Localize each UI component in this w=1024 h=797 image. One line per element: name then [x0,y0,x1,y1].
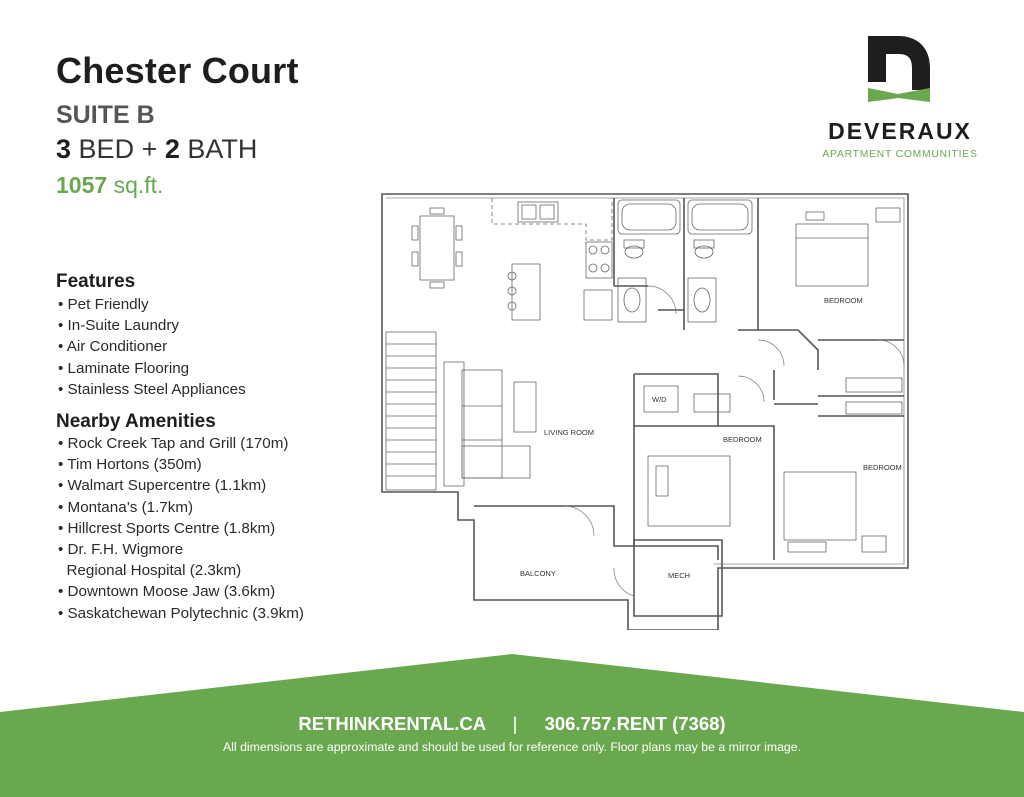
list-item: Montana’s (1.7km) [58,497,304,518]
list-item: Tim Hortons (350m) [58,454,304,475]
list-item: Laminate Flooring [58,358,246,379]
amenities-list: Rock Creek Tap and Grill (170m) Tim Hort… [58,433,304,624]
disclaimer-text: All dimensions are approximate and shoul… [222,740,801,754]
bedroom-1-label: BEDROOM [824,296,863,305]
bed-label: BED + [78,134,158,164]
brand-tagline: APARTMENT COMMUNITIES [822,149,978,160]
phone-number[interactable]: 306.757.RENT (7368) [544,713,726,734]
bed-count: 3 [56,134,72,164]
list-item: Hillcrest Sports Centre (1.8km) [58,518,304,539]
contact-separator: | [512,713,518,734]
sqft-unit: sq.ft. [113,172,164,198]
list-item: Stainless Steel Appliances [58,379,246,400]
amenities-heading: Nearby Amenities [56,411,216,432]
bath-count: 2 [164,134,180,164]
mech-label: MECH [668,571,690,580]
website-link[interactable]: RETHINKRENTAL.CA [298,713,486,734]
bedroom-2-label: BEDROOM [723,435,762,444]
list-item: Downtown Moose Jaw (3.6km) [58,581,304,602]
bed-bath-summary: 3 BED + 2 BATH [56,134,257,165]
floor-plan-diagram: BEDROOM BEDROOM BEDROOM LIVING ROOM BALC… [381,193,909,630]
brand-name: DEVERAUX [828,118,972,144]
list-item: Rock Creek Tap and Grill (170m) [58,433,304,454]
footer-background [0,654,1024,797]
balcony-label: BALCONY [520,569,556,578]
living-room-label: LIVING ROOM [544,428,594,437]
list-item-continuation: Regional Hospital (2.3km) [66,562,242,580]
features-list: Pet Friendly In-Suite Laundry Air Condit… [58,294,246,400]
list-item: Walmart Supercentre (1.1km) [58,475,304,496]
footer-band [0,654,1024,797]
deveraux-logo: DEVERAUX APARTMENT COMMUNITIES [820,36,980,166]
bedroom-3-label: BEDROOM [863,463,902,472]
list-item: Air Conditioner [58,336,246,357]
features-heading: Features [56,271,136,292]
contact-line: RETHINKRENTAL.CA | 306.757.RENT (7368) [0,713,1024,735]
deveraux-d-mark-icon [868,36,930,102]
building-name: Chester Court [56,50,299,91]
list-item: In-Suite Laundry [58,315,246,336]
square-footage: 1057 sq.ft. [56,172,163,199]
list-item: Dr. F.H. Wigmore [58,539,304,560]
list-item: Pet Friendly [58,294,246,315]
sqft-value: 1057 [56,172,108,198]
list-item: Saskatchewan Polytechnic (3.9km) [58,603,304,624]
suite-label: SUITE B [56,101,155,129]
bath-label: BATH [187,134,258,164]
laundry-label: W/D [652,395,667,404]
